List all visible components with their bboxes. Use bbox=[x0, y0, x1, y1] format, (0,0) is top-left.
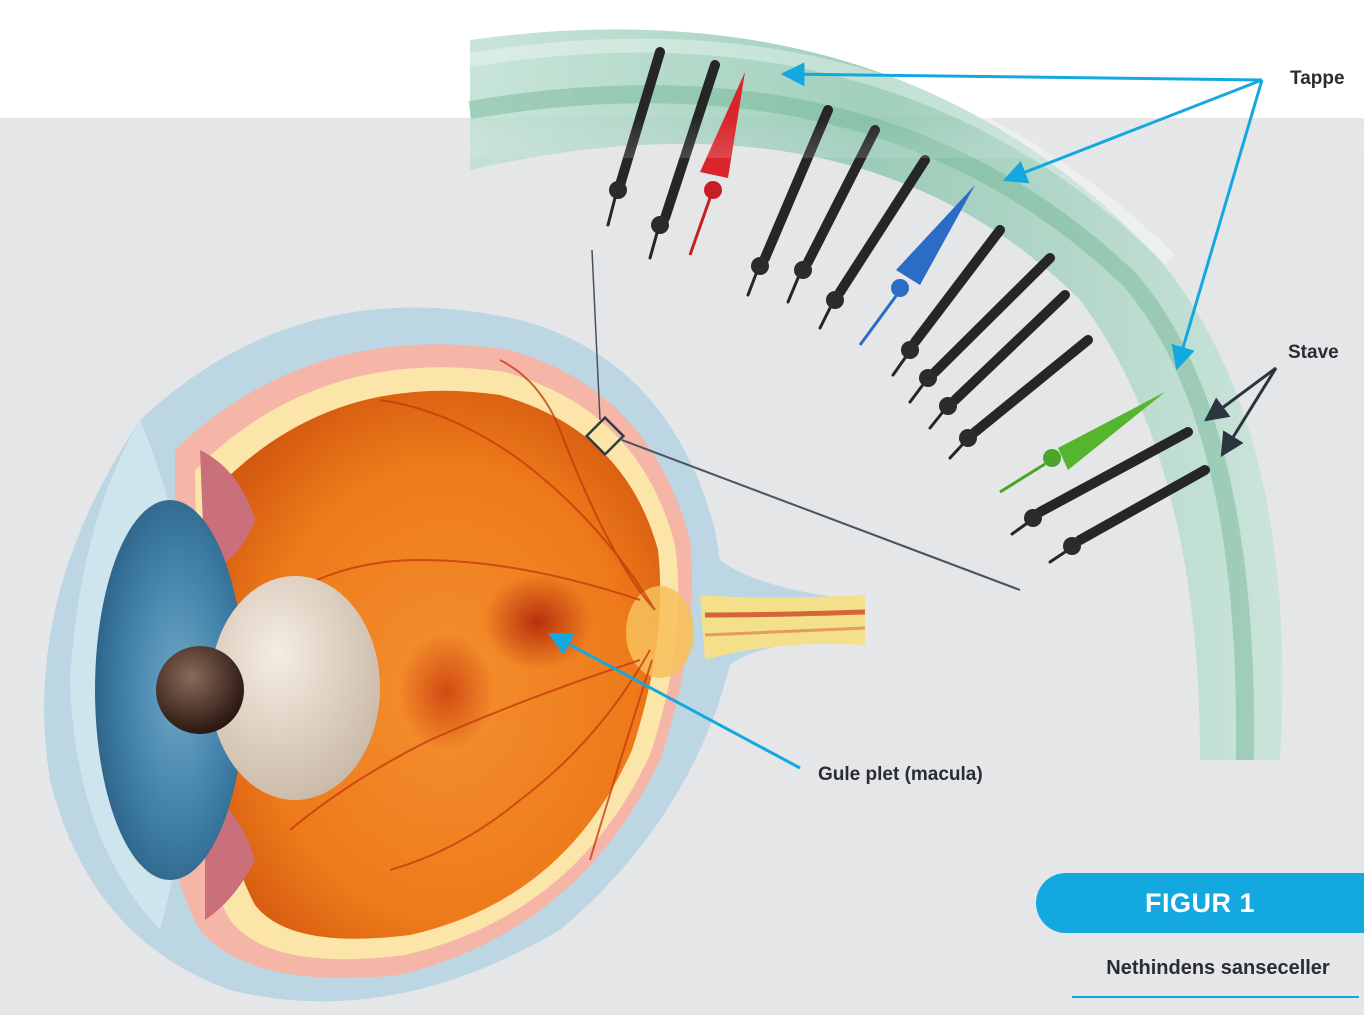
rod-cell bbox=[893, 230, 1000, 375]
green-cone-cell bbox=[1000, 392, 1165, 492]
macula-label: Gule plet (macula) bbox=[818, 764, 983, 786]
figure-badge: FIGUR 1 bbox=[1036, 873, 1364, 933]
caption-divider bbox=[1072, 996, 1359, 998]
blue-cone-cell bbox=[860, 185, 975, 345]
cones-label: Tappe bbox=[1290, 68, 1345, 90]
optic-nerve bbox=[700, 595, 865, 660]
eyeball bbox=[44, 308, 865, 1002]
rod-cell bbox=[820, 160, 925, 328]
optic-disc bbox=[626, 586, 694, 678]
pupil bbox=[156, 646, 244, 734]
macula-spot bbox=[483, 574, 593, 670]
rods-label: Stave bbox=[1288, 342, 1339, 364]
rod-cell bbox=[1012, 432, 1188, 534]
rod-cell bbox=[950, 340, 1088, 458]
figure-caption: Nethindens sanseceller bbox=[1072, 957, 1364, 980]
